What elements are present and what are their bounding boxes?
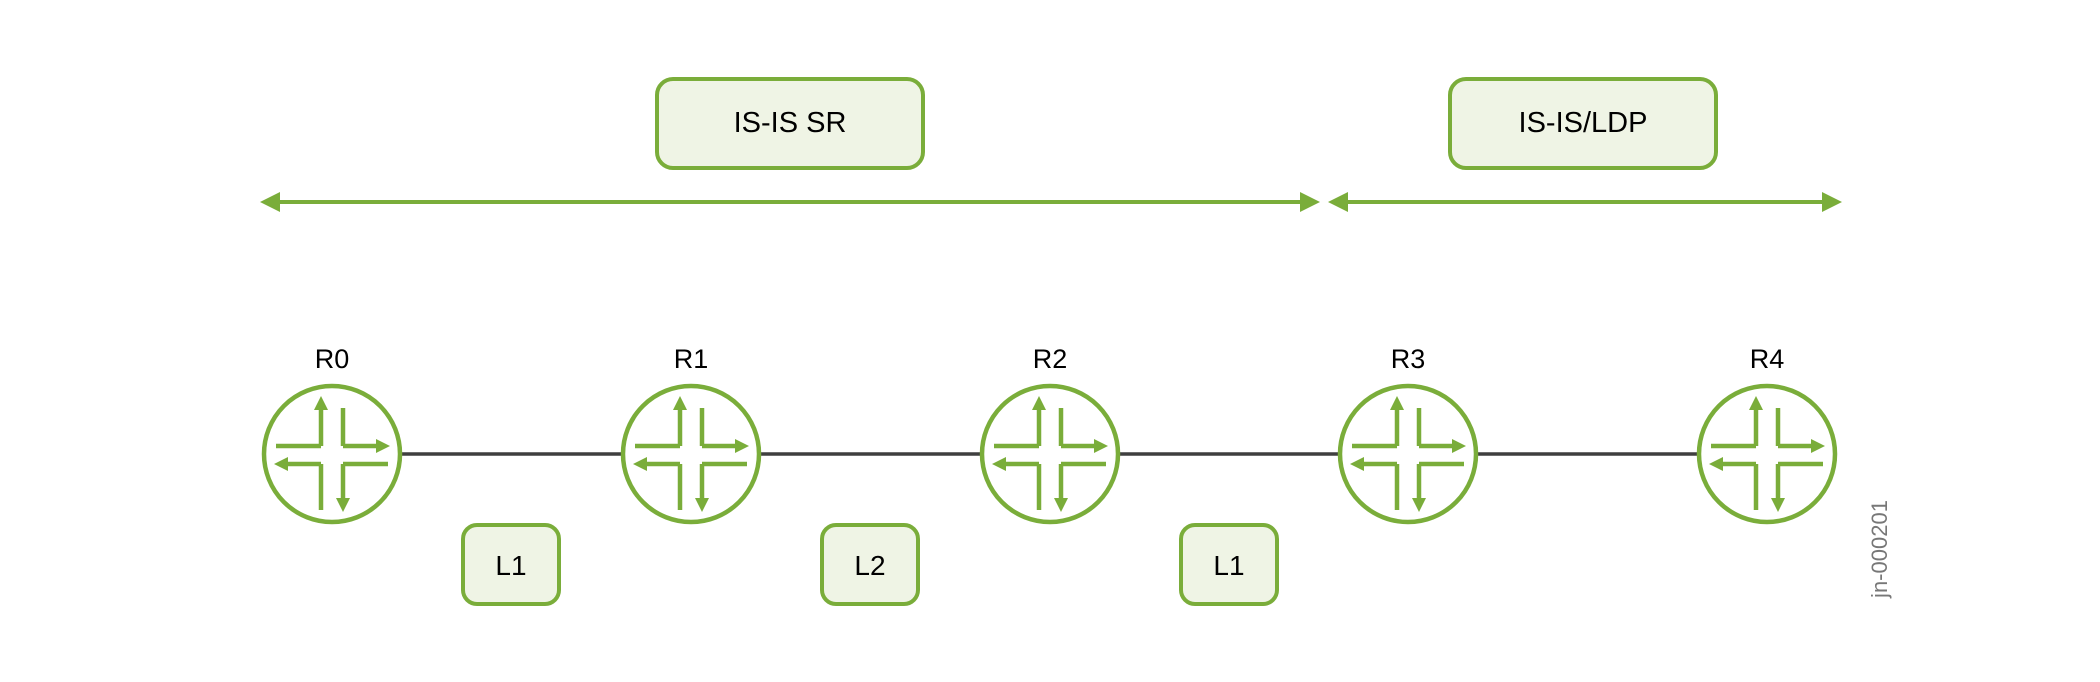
figure-id: jn-000201 xyxy=(1867,500,1892,599)
domain-box-isis-ldp: IS-IS/LDP xyxy=(1448,77,1718,170)
router-r2: R2 xyxy=(979,344,1121,525)
link-level-badge-r2-r3: L1 xyxy=(1179,523,1279,606)
router-label-r1: R1 xyxy=(674,344,709,374)
router-icon xyxy=(620,383,762,525)
router-icon xyxy=(979,383,1121,525)
domain-box-isis-sr: IS-IS SR xyxy=(655,77,925,170)
router-label-r4: R4 xyxy=(1750,344,1785,374)
router-label-r0: R0 xyxy=(315,344,350,374)
link-level-label: L2 xyxy=(854,550,885,581)
link-level-label: L1 xyxy=(1213,550,1244,581)
router-label-r3: R3 xyxy=(1391,344,1426,374)
domain-span-isis-sr xyxy=(260,192,1320,212)
router-r1: R1 xyxy=(620,344,762,525)
router-icon xyxy=(261,383,403,525)
link-level-label: L1 xyxy=(495,550,526,581)
link-level-badge-r0-r1: L1 xyxy=(461,523,561,606)
router-icon xyxy=(1696,383,1838,525)
link-level-badge-r1-r2: L2 xyxy=(820,523,920,606)
domain-label-isis-sr: IS-IS SR xyxy=(734,107,847,139)
domain-span-isis-ldp xyxy=(1328,192,1842,212)
router-r0: R0 xyxy=(261,344,403,525)
router-icon xyxy=(1337,383,1479,525)
domain-label-isis-ldp: IS-IS/LDP xyxy=(1519,107,1648,139)
router-label-r2: R2 xyxy=(1033,344,1068,374)
router-r3: R3 xyxy=(1337,344,1479,525)
router-r4: R4 xyxy=(1696,344,1838,525)
